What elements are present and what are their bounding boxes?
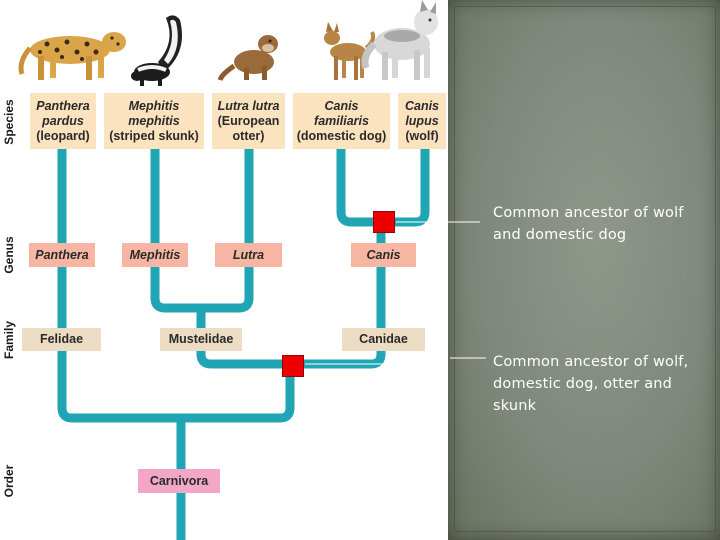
otter-illustration (218, 35, 278, 81)
skunk-illustration (131, 15, 182, 86)
family-box-canidae: Canidae (342, 328, 425, 351)
wolf-illustration (361, 0, 438, 80)
annotation-wolf-dog-otter-skunk-ancestor: Common ancestor of wolf, domestic dog, o… (493, 354, 689, 414)
genus-box-canis: Canis (351, 243, 416, 267)
slide-annotation-panel (448, 0, 720, 540)
genus-box-mephitis: Mephitis (122, 243, 188, 267)
order-box-carnivora: Carnivora (138, 469, 220, 493)
family-box-felidae: Felidae (22, 328, 101, 351)
leopard-illustration (18, 32, 126, 80)
genus-box-lutra: Lutra (215, 243, 282, 267)
dog-illustration (324, 22, 376, 80)
ancestor-marker-wolf-dog (373, 211, 395, 233)
ancestor-marker-canids-mustelids (282, 355, 304, 377)
family-box-mustelidae: Mustelidae (160, 328, 242, 351)
annotation-wolf-dog-ancestor: Common ancestor of wolf and domestic dog (493, 205, 684, 243)
genus-box-panthera: Panthera (29, 243, 95, 267)
